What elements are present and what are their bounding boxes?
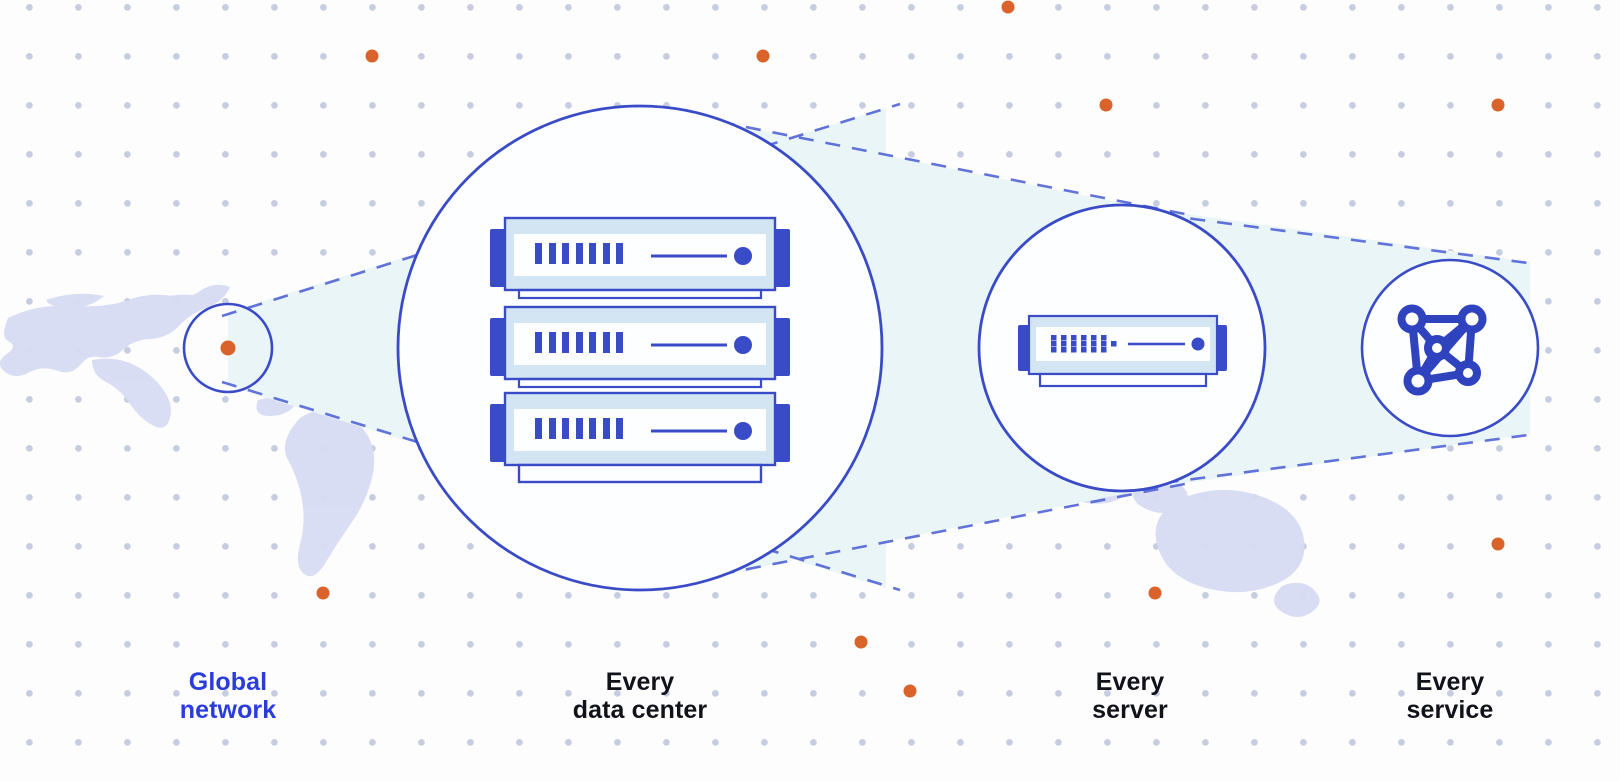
global-network-location-pin xyxy=(220,340,236,356)
server-unit-1 xyxy=(490,216,790,292)
status-led-2 xyxy=(734,336,752,354)
dashed-lower-3 xyxy=(1109,432,1537,492)
global-network-circle xyxy=(182,302,274,394)
node-center xyxy=(1424,335,1450,361)
stage-every-service[interactable] xyxy=(1360,258,1540,438)
network-graph-icon xyxy=(1397,304,1487,396)
status-led-1 xyxy=(734,247,752,265)
stage-global-network[interactable] xyxy=(182,302,274,394)
dot-matrix-vent-server xyxy=(1051,335,1117,353)
dot-matrix-vent-3 xyxy=(535,418,623,439)
orange-accent-dots xyxy=(316,0,1505,698)
rack-base-plate xyxy=(517,463,763,484)
server-unit-3 xyxy=(490,391,790,467)
node-top-left xyxy=(1397,304,1427,334)
server-base-plate xyxy=(1038,372,1208,388)
stage-every-data-center[interactable] xyxy=(396,104,884,592)
node-bottom-left xyxy=(1403,366,1433,396)
label-global-network: Global network xyxy=(179,668,277,724)
dot-matrix-vent-1 xyxy=(535,243,623,264)
dot-matrix-vent-2 xyxy=(535,332,623,353)
node-bottom-right xyxy=(1455,360,1481,386)
label-every-data-center: Every data center xyxy=(572,668,708,724)
node-top-right xyxy=(1457,304,1487,334)
stage-every-server[interactable] xyxy=(977,203,1267,493)
status-led-3 xyxy=(734,422,752,440)
single-server-unit xyxy=(1018,314,1227,376)
dashed-upper-3 xyxy=(1109,206,1537,266)
status-led-server xyxy=(1191,337,1205,351)
server-unit-2 xyxy=(490,305,790,381)
label-every-service: Every service xyxy=(1406,668,1494,724)
label-every-server: Every server xyxy=(1092,668,1168,724)
